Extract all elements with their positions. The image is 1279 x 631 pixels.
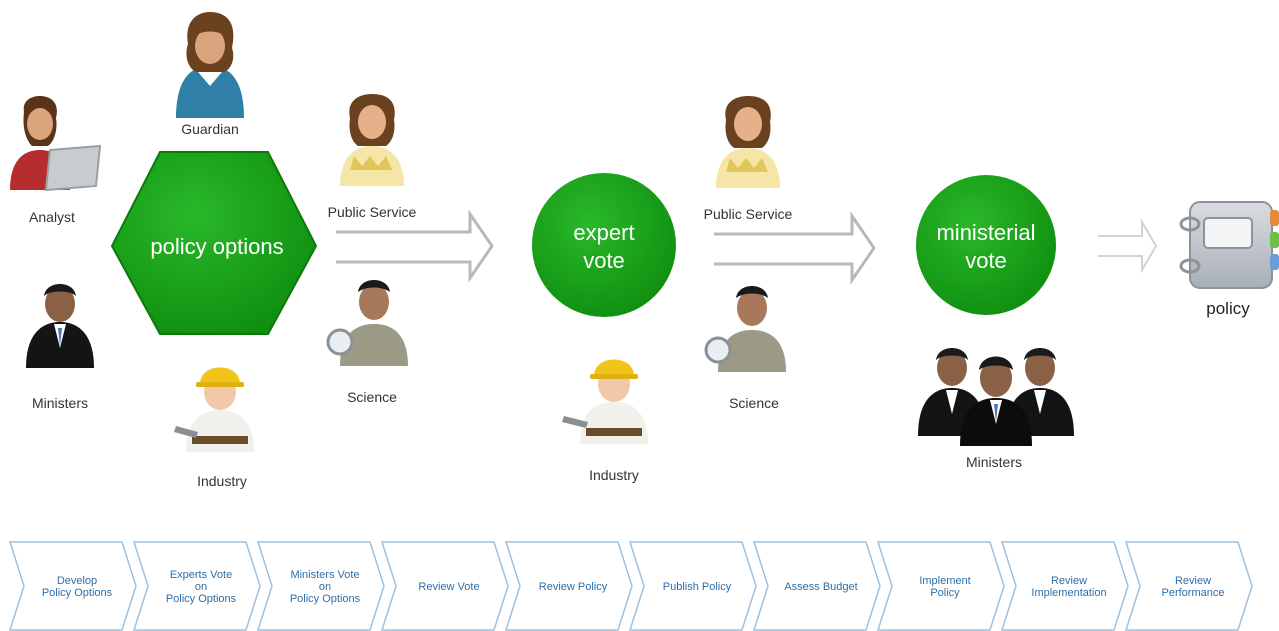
ministers-left-label: Ministers bbox=[32, 395, 88, 411]
policy-options-label: policy options bbox=[150, 234, 283, 259]
ministerial-vote-node: ministerial vote bbox=[916, 175, 1056, 315]
science-2-label: Science bbox=[729, 395, 779, 411]
expert-vote-node: expert vote bbox=[532, 173, 676, 317]
industry-left-label: Industry bbox=[197, 473, 247, 489]
public-service-1-label: Public Service bbox=[328, 204, 417, 220]
flow-arrow-1 bbox=[336, 209, 494, 283]
process-step-label: Implementation bbox=[1031, 587, 1106, 599]
process-step-label: Ministers Vote bbox=[290, 569, 359, 581]
public-service-icon bbox=[340, 94, 404, 186]
process-step-chevron bbox=[876, 541, 1005, 631]
public-service-icon bbox=[716, 96, 780, 188]
process-step-label: on bbox=[319, 581, 331, 593]
minister-icon bbox=[26, 284, 94, 368]
process-step-label: Policy Options bbox=[42, 587, 113, 599]
process-step-chevron bbox=[256, 541, 385, 631]
flow-arrow-3 bbox=[1098, 218, 1158, 274]
industry-worker-icon bbox=[174, 367, 254, 452]
process-step-chevron bbox=[752, 541, 881, 631]
policy-label: policy bbox=[1206, 299, 1250, 318]
process-step-label: on bbox=[195, 581, 207, 593]
process-step-label: Policy bbox=[930, 587, 960, 599]
process-step-label: Policy Options bbox=[290, 593, 361, 605]
expert-vote-label-line2: vote bbox=[583, 248, 625, 273]
ministers-right-label: Ministers bbox=[966, 454, 1022, 470]
process-step-label: Review Vote bbox=[418, 581, 479, 593]
ministers-group-icon bbox=[918, 348, 1074, 446]
process-step-5: Review Policy bbox=[504, 541, 633, 631]
science-1-label: Science bbox=[347, 389, 397, 405]
ministerial-vote-label-line1: ministerial bbox=[936, 220, 1035, 245]
process-step-7: Assess Budget bbox=[752, 541, 881, 631]
public-service-2-label: Public Service bbox=[704, 206, 793, 222]
process-step-label: Assess Budget bbox=[784, 581, 857, 593]
process-step-chevron bbox=[132, 541, 261, 631]
process-step-chevron bbox=[1000, 541, 1129, 631]
policy-binder-icon bbox=[1179, 201, 1279, 289]
process-step-label: Performance bbox=[1162, 587, 1225, 599]
process-step-label: Review bbox=[1051, 575, 1087, 587]
process-step-label: Implement bbox=[919, 575, 970, 587]
process-step-label: Develop bbox=[57, 575, 97, 587]
process-step-label: Review Policy bbox=[539, 581, 608, 593]
industry-middle-label: Industry bbox=[589, 467, 639, 483]
scientist-icon bbox=[704, 286, 786, 372]
process-step-chevron bbox=[380, 541, 509, 631]
industry-worker-icon bbox=[562, 359, 648, 444]
process-step-4: Review Vote bbox=[380, 541, 509, 631]
expert-vote-label-line1: expert bbox=[573, 220, 634, 245]
analyst-label: Analyst bbox=[29, 209, 75, 225]
flow-arrow-2 bbox=[714, 211, 876, 285]
process-step-label: Experts Vote bbox=[170, 569, 232, 581]
ministerial-vote-label-line2: vote bbox=[965, 248, 1007, 273]
policy-options-node: policy options bbox=[110, 151, 318, 335]
scientist-icon bbox=[326, 280, 408, 366]
process-step-chevron bbox=[504, 541, 633, 631]
guardian-icon bbox=[176, 12, 244, 118]
process-step-chevron bbox=[8, 541, 137, 631]
process-step-6: Publish Policy bbox=[628, 541, 757, 631]
process-step-label: Policy Options bbox=[166, 593, 237, 605]
process-step-label: Review bbox=[1175, 575, 1211, 587]
process-step-label: Publish Policy bbox=[663, 581, 732, 593]
analyst-icon bbox=[10, 96, 102, 192]
guardian-label: Guardian bbox=[181, 121, 239, 137]
process-step-chevron bbox=[628, 541, 757, 631]
process-step-chevron bbox=[1124, 541, 1253, 631]
